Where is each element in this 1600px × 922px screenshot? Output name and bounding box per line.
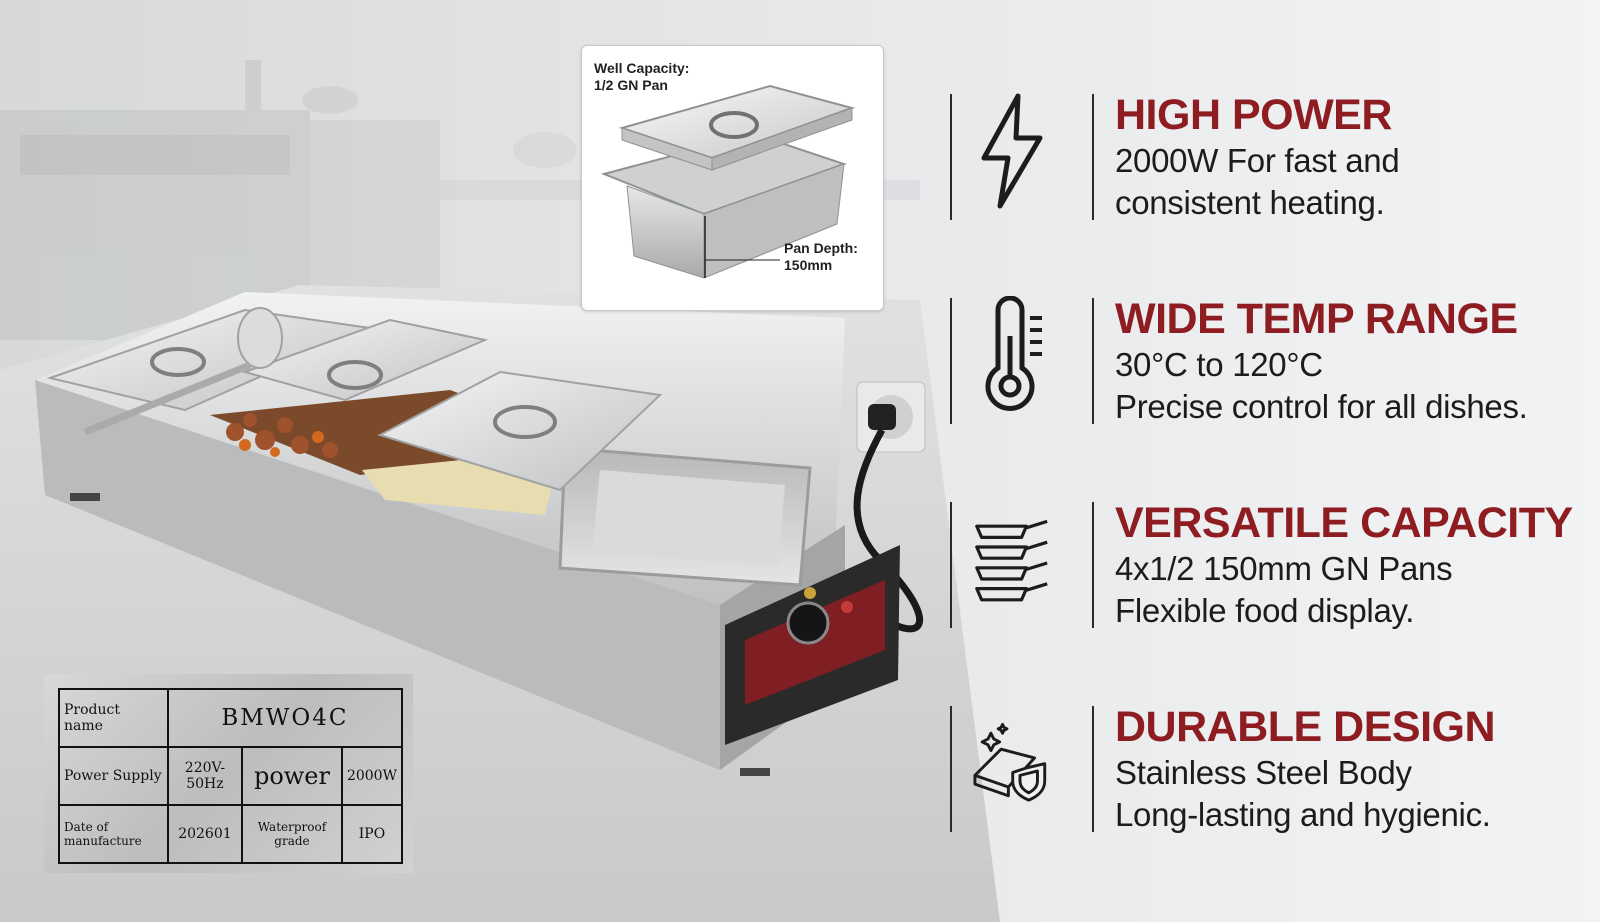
power-supply-label: Power Supply — [58, 746, 169, 806]
pan-depth-label: Pan Depth: 150mm — [784, 240, 858, 274]
feature-line: 30°C to 120°C — [1115, 346, 1323, 383]
divider — [950, 502, 952, 628]
product-name-value: BMWO4C — [166, 688, 404, 748]
feature-title: DURABLE DESIGN — [1115, 703, 1496, 751]
nameplate-table: Product name BMWO4C Power Supply 220V-50… — [58, 688, 404, 864]
manufacture-date-value: 202601 — [166, 804, 244, 864]
power-value: 2000W — [340, 746, 404, 806]
feature-line: Stainless Steel Body — [1115, 754, 1412, 791]
feature-durable-design: DURABLE DESIGN Stainless Steel Body Long… — [950, 698, 1590, 838]
feature-title: VERSATILE CAPACITY — [1115, 499, 1573, 547]
waterproof-grade-value: IPO — [340, 804, 404, 864]
pan-depth-value: 150mm — [784, 257, 833, 273]
feature-line: consistent heating. — [1115, 184, 1385, 221]
product-nameplate: Product name BMWO4C Power Supply 220V-50… — [44, 674, 413, 873]
divider — [950, 94, 952, 220]
product-name-label: Product name — [58, 688, 169, 748]
steel-bar-shield-icon — [972, 698, 1052, 828]
divider — [1092, 94, 1094, 220]
feature-line: 2000W For fast and — [1115, 142, 1400, 179]
feature-versatile-capacity: VERSATILE CAPACITY 4x1/2 150mm GN Pans F… — [950, 494, 1590, 634]
stacked-pans-icon — [972, 494, 1052, 624]
gn-pan-inset: Well Capacity: 1/2 GN Pan Pan Depth: 150… — [581, 45, 884, 311]
well-capacity-label: Well Capacity: 1/2 GN Pan — [594, 60, 689, 94]
divider — [950, 298, 952, 424]
thermometer-icon — [972, 290, 1052, 420]
feature-line: Flexible food display. — [1115, 592, 1415, 629]
feature-title: WIDE TEMP RANGE — [1115, 295, 1518, 343]
gn-pan-illustration — [600, 84, 856, 279]
waterproof-grade-label: Waterproof grade — [241, 804, 343, 864]
feature-title: HIGH POWER — [1115, 91, 1392, 139]
divider — [1092, 502, 1094, 628]
power-label: power — [241, 746, 343, 806]
divider — [950, 706, 952, 832]
feature-wide-temp-range: WIDE TEMP RANGE 30°C to 120°C Precise co… — [950, 290, 1590, 430]
feature-line: 4x1/2 150mm GN Pans — [1115, 550, 1453, 587]
well-capacity-title: Well Capacity: — [594, 60, 690, 76]
well-capacity-value: 1/2 GN Pan — [594, 77, 668, 93]
pan-depth-title: Pan Depth: — [784, 240, 858, 256]
power-supply-value: 220V-50Hz — [166, 746, 244, 806]
lightning-bolt-icon — [972, 86, 1052, 216]
feature-line: Long-lasting and hygienic. — [1115, 796, 1491, 833]
manufacture-date-label: Date of manufacture — [58, 804, 169, 864]
divider — [1092, 706, 1094, 832]
divider — [1092, 298, 1094, 424]
feature-line: Precise control for all dishes. — [1115, 388, 1528, 425]
feature-high-power: HIGH POWER 2000W For fast and consistent… — [950, 86, 1590, 226]
feature-list: HIGH POWER 2000W For fast and consistent… — [950, 80, 1590, 860]
